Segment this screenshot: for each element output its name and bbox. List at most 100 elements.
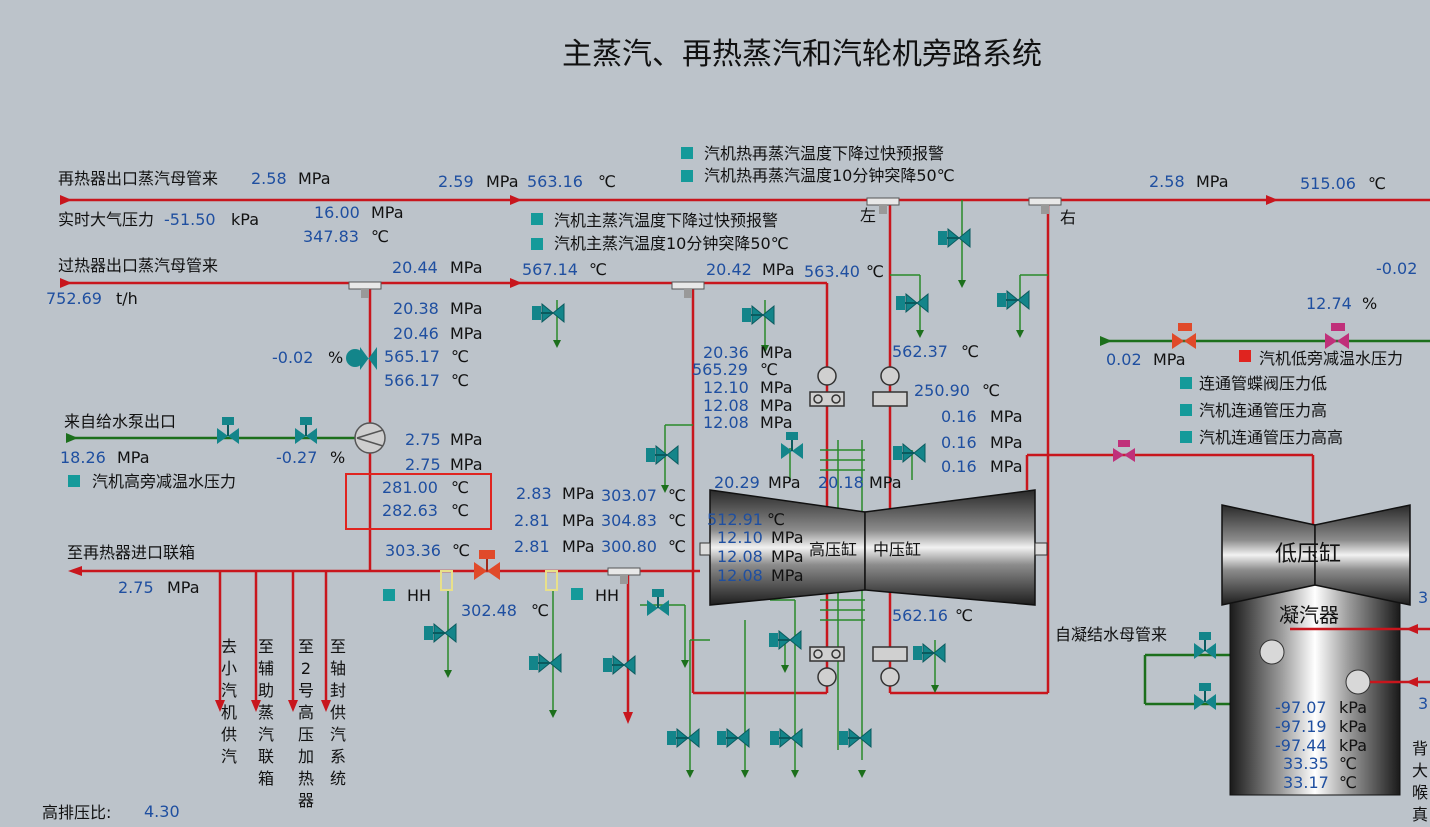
tee-header-icon (671, 281, 705, 299)
unit-c: ℃ (451, 347, 469, 366)
branch-label: 去小汽机供汽 (221, 637, 238, 766)
condensate-source-label: 自凝结水母管来 (1055, 625, 1168, 644)
alarm-indicator (1180, 377, 1192, 389)
control-valve-icons[interactable] (809, 366, 908, 687)
alarm-label: 汽机热再蒸汽温度下降过快预报警 (704, 144, 945, 163)
unit-mpa: MPa (117, 448, 150, 467)
hp-in-pressure: 20.36 (703, 343, 749, 362)
unit-mpa: MPa (771, 547, 804, 566)
unit-mpa: MPa (760, 378, 793, 397)
condenser-pressure-1: -97.07 (1275, 698, 1327, 717)
edge-value-a: 3 (1418, 588, 1429, 607)
unit-c: ℃ (982, 381, 1000, 400)
unit-mpa: MPa (562, 484, 595, 503)
unit-c: ℃ (1339, 773, 1357, 792)
alarm-label: 汽机连通管压力高高 (1199, 428, 1344, 447)
main-steam-flow: 752.69 (46, 289, 102, 308)
unit-mpa: MPa (760, 343, 793, 362)
unit-mpa: MPa (768, 473, 801, 492)
arrow-icon (510, 278, 522, 288)
ratio-value: 4.30 (144, 802, 180, 821)
unit-mpa: MPa (450, 324, 483, 343)
rh-right-pressure: 2.58 (1149, 172, 1185, 191)
reheat-source-label: 再热器出口蒸汽母管来 (58, 169, 219, 188)
unit-mpa: MPa (760, 396, 793, 415)
atm-pressure-value: -51.50 (164, 210, 216, 229)
unit-c: ℃ (451, 501, 469, 520)
hp-pressure-5: 12.10 (717, 528, 763, 547)
arrow-icon (68, 566, 82, 576)
alarm-label: 汽机高旁减温水压力 (92, 472, 237, 491)
rh-temp: 563.16 (527, 172, 583, 191)
ratio-label: 高排压比: (42, 803, 112, 822)
alarm-indicator (681, 147, 693, 159)
lp-cylinder-label: 低压缸 (1275, 542, 1342, 567)
crh-pressure-3: 2.81 (514, 537, 550, 556)
unit-mpa: MPa (450, 430, 483, 449)
hh-level-icon (440, 570, 453, 591)
unit-c: ℃ (452, 541, 470, 560)
crh-out-pressure: 2.75 (118, 578, 154, 597)
tee-header-icon (1028, 197, 1062, 215)
unit-pct: % (1362, 294, 1378, 313)
arrow-icon (60, 195, 72, 205)
feedwater-valve-position: -0.27 (276, 448, 318, 467)
crh-pressure-1: 2.83 (516, 484, 552, 503)
alarm-indicator (531, 238, 543, 250)
unit-mpa: MPa (760, 413, 793, 432)
unit-c: ℃ (1368, 174, 1386, 193)
hp-cylinder-label: 高压缸 (809, 540, 858, 559)
unit-mpa: MPa (771, 566, 804, 585)
unit-c: ℃ (451, 371, 469, 390)
unit-mpa: MPa (990, 407, 1023, 426)
crh-temp: 303.36 (385, 541, 441, 560)
hp-pressure-6: 12.08 (717, 547, 763, 566)
branch-label: 至2号高压加热器 (298, 637, 315, 810)
lp-bypass-valves[interactable] (1113, 323, 1349, 462)
hp-temp-3: 512.91 (707, 510, 763, 529)
ip-cylinder-label: 中压缸 (873, 540, 922, 559)
pressure-reducing-valve-icon[interactable] (474, 550, 500, 580)
alarm-label: 汽机主蒸汽温度下降过快预报警 (554, 211, 779, 230)
unit-th: t/h (116, 289, 138, 308)
unit-c: ℃ (589, 260, 607, 279)
condenser-pressure-3: -97.44 (1275, 736, 1327, 755)
crh-temp-2: 304.83 (601, 511, 657, 530)
unit-mpa: MPa (1196, 172, 1229, 191)
unit-kpa: kPa (1339, 717, 1367, 736)
hp-bypass-valve-icon[interactable] (346, 347, 377, 370)
unit-mpa: MPa (762, 260, 795, 279)
branch-label: 至辅助蒸汽联箱 (258, 637, 275, 788)
unit-mpa: MPa (562, 537, 595, 556)
rh-pressure: 2.59 (438, 172, 474, 191)
unit-c: ℃ (371, 227, 389, 246)
arrow-icon (510, 195, 522, 205)
alarm-indicator (571, 588, 583, 600)
crh-temp-1: 303.07 (601, 486, 657, 505)
ip-pressure-1: 0.16 (941, 407, 977, 426)
feedwater-pressure: 18.26 (60, 448, 106, 467)
edge-value-b: 3 (1418, 694, 1429, 713)
cold-reheat-pipe (72, 569, 700, 712)
pump-icon[interactable] (354, 422, 386, 454)
unit-kpa: kPa (1339, 736, 1367, 755)
arrow-icon (1266, 195, 1278, 205)
unit-c: ℃ (961, 342, 979, 361)
unit-mpa: MPa (486, 172, 519, 191)
hb-out-temp-2: 282.63 (382, 501, 438, 520)
unit-mpa: MPa (990, 457, 1023, 476)
tee-header-icon (607, 567, 641, 585)
value-16: 16.00 (314, 203, 360, 222)
unit-mpa: MPa (562, 511, 595, 530)
value-347: 347.83 (303, 227, 359, 246)
condenser-icon (1221, 504, 1411, 796)
hp-in-temp: 565.29 (692, 360, 748, 379)
left-label: 左 (860, 206, 877, 225)
unit-mpa: MPa (450, 455, 483, 474)
highlight-box (345, 473, 492, 530)
ip-pressure-2: 0.16 (941, 433, 977, 452)
hp-pressure-2: 12.10 (703, 378, 749, 397)
lp-bypass-water-pressure: 0.02 (1106, 350, 1142, 369)
unit-c: ℃ (866, 262, 884, 281)
unit-mpa: MPa (771, 528, 804, 547)
